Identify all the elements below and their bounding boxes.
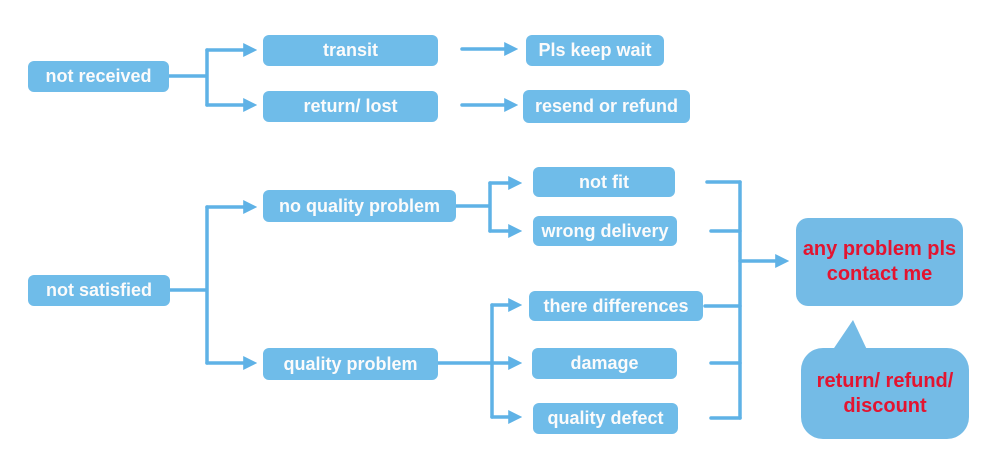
node-damage: damage	[532, 348, 677, 379]
node-label: not received	[45, 66, 152, 87]
node-label: Pls keep wait	[538, 40, 652, 61]
node-any-problem-contact: any problem pls contact me	[796, 218, 963, 306]
node-label: return/ lost	[303, 96, 398, 117]
node-pls-keep-wait: Pls keep wait	[526, 35, 664, 66]
node-label: resend or refund	[534, 96, 679, 117]
node-quality-defect: quality defect	[533, 403, 678, 434]
node-label: not satisfied	[45, 280, 152, 301]
node-transit: transit	[263, 35, 438, 66]
node-not-satisfied: not satisfied	[28, 275, 170, 306]
node-not-fit: not fit	[533, 167, 675, 197]
node-return-lost: return/ lost	[263, 91, 438, 122]
node-there-differences: there differences	[529, 291, 703, 321]
node-label: wrong delivery	[541, 220, 669, 241]
node-label: quality defect	[547, 408, 664, 429]
node-label-line: any problem pls	[802, 238, 957, 260]
node-quality-problem: quality problem	[263, 348, 438, 380]
node-not-received: not received	[28, 61, 169, 92]
node-return-refund-discount: return/ refund/ discount	[801, 348, 969, 439]
node-label: no quality problem	[278, 195, 440, 216]
node-label-line: return/ refund/	[816, 369, 954, 392]
node-label: not fit	[579, 171, 629, 192]
node-label: quality problem	[283, 353, 418, 374]
bubble-tail	[830, 320, 869, 354]
node-label: transit	[322, 40, 378, 61]
node-label-line: discount	[843, 394, 927, 417]
node-label: damage	[570, 353, 639, 374]
node-label-line: contact me	[826, 263, 933, 285]
node-resend-or-refund: resend or refund	[523, 90, 690, 123]
node-no-quality-problem: no quality problem	[263, 190, 456, 222]
node-label: there differences	[543, 295, 689, 316]
node-wrong-delivery: wrong delivery	[533, 216, 677, 246]
